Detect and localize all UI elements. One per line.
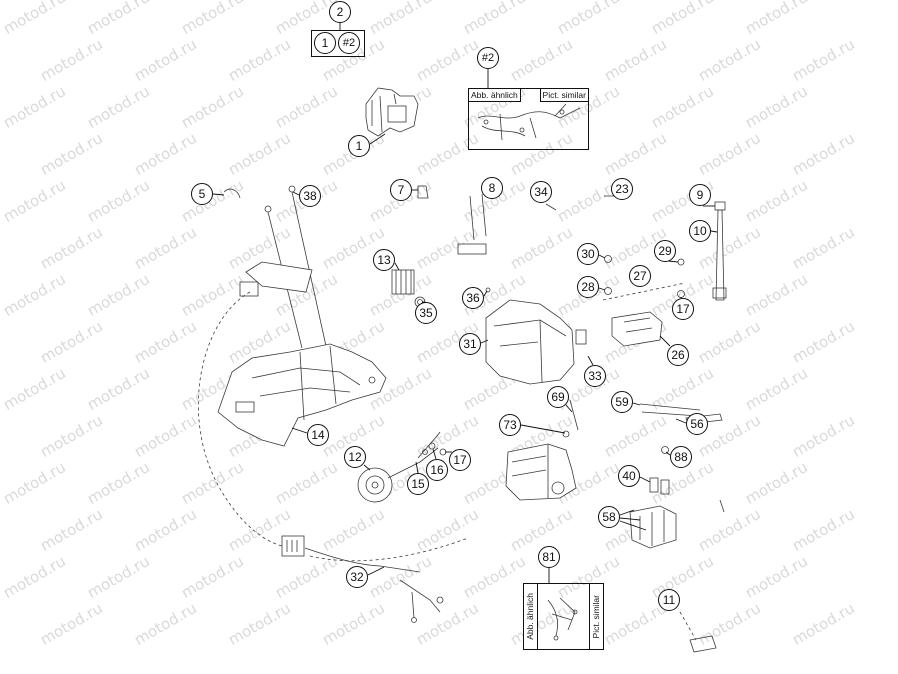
inset-similar-top: Abb. ähnlich Pict. similar — [468, 88, 589, 150]
inset-label-similar-en: Pict. similar — [539, 89, 588, 102]
inset-strip-right: Pict. similar — [589, 584, 603, 649]
leader-lines — [212, 23, 718, 583]
callout-9: 9 — [689, 184, 711, 206]
callout-ref-2-inset: #2 — [477, 47, 499, 69]
callout-5: 5 — [191, 183, 213, 205]
callout-38: 38 — [299, 185, 321, 207]
callout-56: 56 — [686, 413, 708, 435]
part-13-regulator-drawing — [391, 269, 415, 295]
callout-16: 16 — [426, 459, 448, 481]
inset-harness-drawing — [477, 103, 581, 141]
callout-14: 14 — [307, 424, 329, 446]
callout-36: 36 — [462, 287, 484, 309]
part-12-horn-drawing — [357, 431, 447, 503]
callout-59: 59 — [611, 391, 633, 413]
callout-29: 29 — [654, 240, 676, 262]
callout-58: 58 — [598, 506, 620, 528]
callout-13: 13 — [373, 249, 395, 271]
callout-31: 31 — [459, 333, 481, 355]
callout-26: 26 — [667, 344, 689, 366]
callout-10: 10 — [689, 220, 711, 242]
callout-1-group: 1 — [314, 32, 336, 54]
part-1-bracket-drawing — [365, 87, 419, 137]
wiring-loop-drawing — [197, 291, 469, 562]
callout-1: 1 — [348, 135, 370, 157]
callout-23: 23 — [611, 178, 633, 200]
part-32-harness-drawing — [281, 535, 444, 623]
callout-7: 7 — [390, 179, 412, 201]
callout-11: 11 — [658, 589, 680, 611]
callout-35: 35 — [415, 302, 437, 324]
callout-12: 12 — [344, 446, 366, 468]
callout-28: 28 — [577, 276, 599, 298]
callout-30: 30 — [577, 243, 599, 265]
callout-73: 73 — [499, 414, 521, 436]
callout-34: 34 — [530, 181, 552, 203]
callout-8: 8 — [481, 177, 503, 199]
callout-81: 81 — [538, 546, 560, 568]
inset-similar-bottom: Abb. ähnlich Pict. similar — [523, 583, 604, 650]
part-81-harness-drawing — [547, 597, 578, 641]
callout-33: 33 — [584, 365, 606, 387]
inset-label-similar-de: Abb. ähnlich — [525, 593, 535, 640]
callout-88: 88 — [670, 446, 692, 468]
callout-17: 17 — [672, 298, 694, 320]
callout-17-b: 17 — [449, 449, 471, 471]
part-73-starter-drawing — [505, 430, 577, 501]
assembly-group-box — [311, 30, 365, 57]
callout-15: 15 — [407, 473, 429, 495]
callout-40: 40 — [618, 465, 640, 487]
callout-2: 2 — [329, 1, 351, 23]
callout-32: 32 — [346, 566, 368, 588]
part-14-tray-drawing — [217, 343, 387, 447]
callout-69: 69 — [547, 386, 569, 408]
mounting-rods-drawing — [239, 185, 327, 349]
inset-strip-left: Abb. ähnlich — [524, 584, 538, 649]
inset-label-similar-en: Pict. similar — [591, 594, 601, 639]
callout-ref-2-group: #2 — [338, 32, 360, 54]
inset-label-similar-de: Abb. ähnlich — [469, 89, 521, 102]
callout-27: 27 — [629, 265, 651, 287]
part-31-battery-box-drawing — [485, 299, 587, 385]
